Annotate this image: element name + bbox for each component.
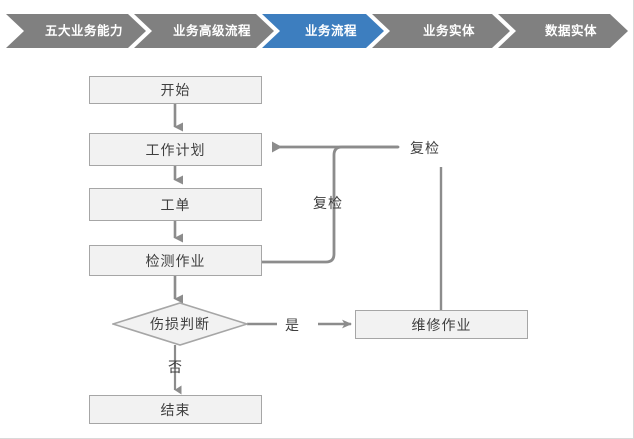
node-end[interactable]: 结束 bbox=[89, 395, 262, 424]
node-workorder[interactable]: 工单 bbox=[89, 188, 262, 221]
node-decision[interactable]: 伤损判断 bbox=[112, 302, 248, 346]
breadcrumb-chevron-4 bbox=[498, 14, 628, 48]
edge-label-yes: 是 bbox=[285, 317, 300, 333]
breadcrumb-chevron-1 bbox=[134, 14, 274, 48]
node-end-label: 结束 bbox=[160, 401, 191, 418]
node-workorder-label: 工单 bbox=[160, 196, 191, 213]
node-start[interactable]: 开始 bbox=[89, 76, 262, 104]
node-inspect[interactable]: 检测作业 bbox=[89, 245, 262, 276]
breadcrumb-chevron-0 bbox=[6, 14, 146, 48]
node-repair-label: 维修作业 bbox=[411, 316, 472, 333]
node-inspect-label: 检测作业 bbox=[145, 252, 206, 269]
breadcrumb-chevron-2 bbox=[262, 14, 384, 48]
edge-label-no: 否 bbox=[168, 359, 183, 375]
breadcrumb-chevron-3 bbox=[372, 14, 510, 48]
node-workplan[interactable]: 工作计划 bbox=[89, 133, 262, 166]
node-start-label: 开始 bbox=[160, 82, 191, 98]
edge-label-recheck-outer: 复检 bbox=[410, 140, 440, 156]
node-workplan-label: 工作计划 bbox=[145, 141, 206, 158]
edge-label-recheck-inner: 复检 bbox=[313, 195, 343, 211]
decision-diamond-shape bbox=[112, 302, 248, 346]
node-repair[interactable]: 维修作业 bbox=[355, 310, 528, 339]
